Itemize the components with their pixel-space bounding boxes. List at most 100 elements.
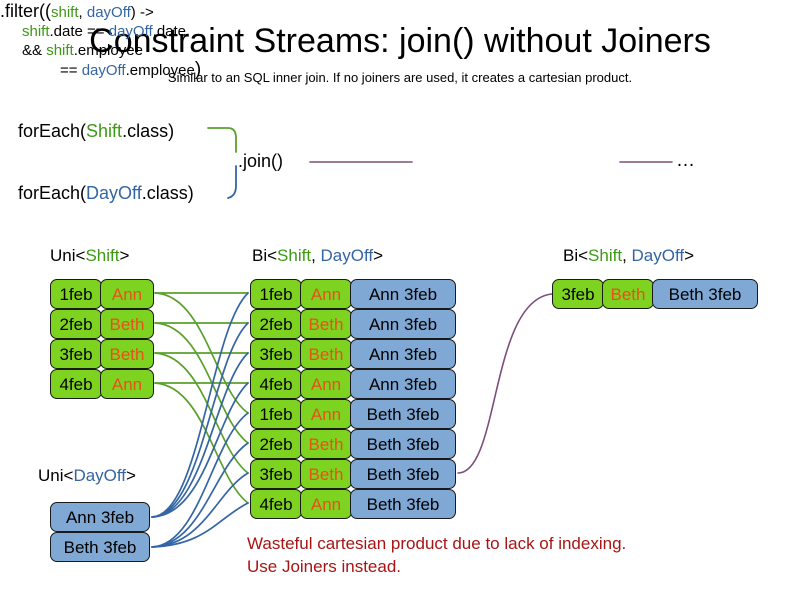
uni-dayoff-row[interactable]: Ann 3feb: [50, 502, 150, 532]
filter-l3-employee: .employee: [73, 42, 143, 59]
filter-l2-shift: shift: [22, 23, 50, 40]
filter-lambda-block: .filter((shift, dayOff) -> shift.date ==…: [0, 0, 800, 80]
foreach-dayoff-suffix: .class): [141, 183, 194, 203]
dayoff-cell: Beth 3feb: [350, 429, 456, 459]
uni-shift-prefix: Uni<: [50, 246, 86, 265]
filter-l2-date: .date: [152, 23, 187, 40]
page-title: Constraint Streams: join() without Joine…: [89, 22, 711, 60]
shift-employee-cell: Beth: [300, 429, 352, 459]
shift-employee-cell: Ann: [100, 369, 154, 399]
label-uni-shift: Uni<Shift>: [50, 246, 129, 266]
dayoff-cell: Ann 3feb: [50, 502, 150, 532]
filter-open: .filter((: [0, 1, 51, 21]
filter-l2-date-eq: .date ==: [49, 23, 109, 40]
shift-date-cell: 3feb: [250, 339, 302, 369]
bi-mid-type-shift: Shift: [277, 246, 312, 265]
filter-l3-shift: shift: [46, 42, 74, 59]
shift-date-cell: 2feb: [250, 429, 302, 459]
shift-employee-cell: Ann: [300, 489, 352, 519]
uni-dayoff-prefix: Uni<: [38, 466, 74, 485]
filter-line-3: && shift.employee: [0, 41, 800, 60]
bi-right-type-dayoff: DayOff: [631, 246, 685, 265]
filter-l3-and: &&: [22, 42, 47, 59]
shift-employee-cell: Beth: [100, 339, 154, 369]
foreach-shift-prefix: forEach(: [18, 121, 87, 141]
pipeline-ellipsis: …: [676, 150, 696, 171]
label-uni-dayoff: Uni<DayOff>: [38, 466, 136, 486]
label-bi-middle: Bi<Shift, DayOff>: [252, 246, 383, 266]
dayoff-cell: Ann 3feb: [350, 309, 456, 339]
shift-date-cell: 4feb: [250, 369, 302, 399]
filter-param-sep: ,: [78, 4, 87, 21]
bi-right-type-shift: Shift: [588, 246, 623, 265]
filter-l4-employee: .employee: [125, 62, 195, 79]
foreach-dayoff-prefix: forEach(: [18, 183, 87, 203]
filter-line-2: shift.date == dayOff.date: [0, 22, 800, 41]
shift-date-cell: 3feb: [50, 339, 102, 369]
join-call-label: .join(): [238, 151, 284, 171]
filter-l4-eq: ==: [60, 62, 82, 79]
shift-employee-cell: Beth: [602, 279, 654, 309]
dayoff-cell: Beth 3feb: [350, 459, 456, 489]
filter-l4-dayoff: dayOff: [81, 62, 126, 79]
shift-employee-cell: Beth: [300, 309, 352, 339]
bi-right-sep: ,: [622, 246, 632, 265]
shift-date-cell: 4feb: [250, 489, 302, 519]
label-bi-right: Bi<Shift, DayOff>: [563, 246, 694, 266]
shift-date-cell: 3feb: [250, 459, 302, 489]
warning-line-1: Wasteful cartesian product due to lack o…: [247, 534, 627, 553]
dayoff-cell: Beth 3feb: [50, 532, 150, 562]
dayoff-cell: Ann 3feb: [350, 279, 456, 309]
shift-employee-cell: Ann: [300, 279, 352, 309]
page-subtitle: Similar to an SQL inner join. If no join…: [167, 70, 633, 85]
bi-mid-sep: ,: [311, 246, 321, 265]
dayoff-cell: Beth 3feb: [652, 279, 758, 309]
shift-employee-cell: Beth: [300, 459, 352, 489]
bi-mid-type-dayoff: DayOff: [320, 246, 374, 265]
filter-line-4: == dayOff.employee): [0, 60, 800, 80]
uni-dayoff-type: DayOff: [73, 466, 127, 485]
warning-note: Wasteful cartesian product due to lack o…: [247, 532, 626, 578]
shift-employee-cell: Beth: [300, 339, 352, 369]
filter-close: ): [194, 59, 202, 80]
bi-right-prefix: Bi<: [563, 246, 589, 265]
foreach-shift-type: Shift: [86, 121, 123, 141]
foreach-dayoff-type: DayOff: [86, 183, 142, 203]
filter-param-shift: shift: [51, 4, 79, 21]
filter-line-1: .filter((shift, dayOff) ->: [0, 0, 800, 22]
shift-employee-cell: Ann: [300, 399, 352, 429]
dayoff-cell: Ann 3feb: [350, 369, 456, 399]
shift-date-cell: 1feb: [50, 279, 102, 309]
foreach-shift-statement: forEach(Shift.class): [18, 120, 174, 142]
dayoff-cell: Ann 3feb: [350, 339, 456, 369]
uni-dayoff-row[interactable]: Beth 3feb: [50, 532, 150, 562]
shift-employee-cell: Beth: [100, 309, 154, 339]
shift-date-cell: 1feb: [250, 399, 302, 429]
uni-shift-type: Shift: [85, 246, 120, 265]
bi-mid-suffix: >: [373, 246, 384, 265]
shift-employee-cell: Ann: [300, 369, 352, 399]
filter-arrow: ) ->: [130, 4, 154, 21]
uni-shift-suffix: >: [119, 246, 130, 265]
shift-date-cell: 2feb: [250, 309, 302, 339]
shift-employee-cell: Ann: [100, 279, 154, 309]
dayoff-cell: Beth 3feb: [350, 399, 456, 429]
shift-date-cell: 4feb: [50, 369, 102, 399]
filter-param-dayoff: dayOff: [86, 4, 131, 21]
uni-dayoff-suffix: >: [126, 466, 136, 485]
bi-mid-prefix: Bi<: [252, 246, 278, 265]
